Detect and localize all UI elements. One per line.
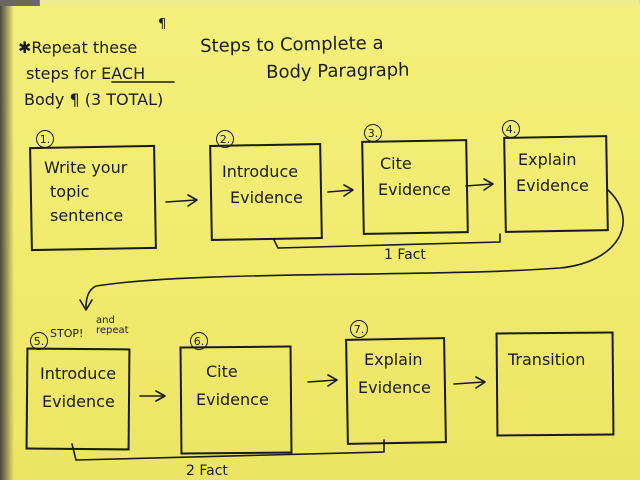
step-2-number: 2. <box>216 130 234 148</box>
note-para-mark: ¶ <box>158 17 167 32</box>
fact-bracket-2 <box>71 439 385 461</box>
arrow-5-to-6-head <box>155 390 166 402</box>
stop-text: STOP! <box>50 327 84 340</box>
step-3-number: 3. <box>364 124 382 142</box>
note-line-2: steps for EACH <box>26 64 146 83</box>
step-5-number: 5. <box>30 332 48 350</box>
left-edge-shadow <box>0 6 14 480</box>
step-4-line-1: Explain <box>518 150 577 169</box>
arrow-3-to-4 <box>465 183 493 187</box>
arrow-6-to-7-head <box>327 374 338 387</box>
arrow-7-to-transition <box>453 381 485 385</box>
arrow-2-to-3-head <box>343 184 354 197</box>
arrow-1-to-2-head <box>187 194 198 207</box>
fact-bracket-1 <box>273 233 501 249</box>
fact-label-1: 1 Fact <box>384 247 426 263</box>
loop-curve <box>85 189 624 309</box>
step-1-line-3: sentence <box>50 206 124 225</box>
stop-repeat-text: and repeat <box>96 315 129 336</box>
step-2-line-1: Introduce <box>222 162 299 181</box>
arrow-6-to-7 <box>307 379 337 383</box>
step-5-line-1: Introduce <box>40 364 117 383</box>
step-4-line-2: Evidence <box>516 176 589 195</box>
transition-text: Transition <box>508 350 586 369</box>
loop-curve-head <box>79 299 93 311</box>
note-line-1: ✱Repeat these <box>18 38 138 57</box>
step-7-line-1: Explain <box>364 350 423 369</box>
step-2-line-2: Evidence <box>230 188 303 207</box>
step-1-line-2: topic <box>50 182 90 201</box>
step-5-line-2: Evidence <box>42 392 115 411</box>
arrow-3-to-4-head <box>483 178 494 191</box>
yellow-paper: ✱Repeat these steps for EACH Body ¶ (3 T… <box>0 6 640 480</box>
step-7-number: 7. <box>350 320 368 338</box>
step-3-line-1: Cite <box>380 154 412 173</box>
step-1-line-1: Write your <box>44 158 128 177</box>
asterisk-icon: ✱ <box>18 38 32 57</box>
arrow-1-to-2 <box>165 199 197 203</box>
note-text-1: Repeat these <box>31 38 138 57</box>
fact-label-2: 2 Fact <box>186 463 228 479</box>
step-7-line-2: Evidence <box>358 378 431 397</box>
arrow-7-to-transition-head <box>475 376 486 389</box>
arrow-2-to-3 <box>327 189 353 193</box>
step-6-line-1: Cite <box>206 362 238 381</box>
step-6-line-2: Evidence <box>196 390 269 409</box>
step-3-line-2: Evidence <box>378 180 451 199</box>
step-4-number: 4. <box>502 120 520 138</box>
note-line-3: Body ¶ (3 TOTAL) <box>24 90 164 109</box>
step-6-number: 6. <box>190 332 208 350</box>
step-1-number: 1. <box>36 130 54 148</box>
